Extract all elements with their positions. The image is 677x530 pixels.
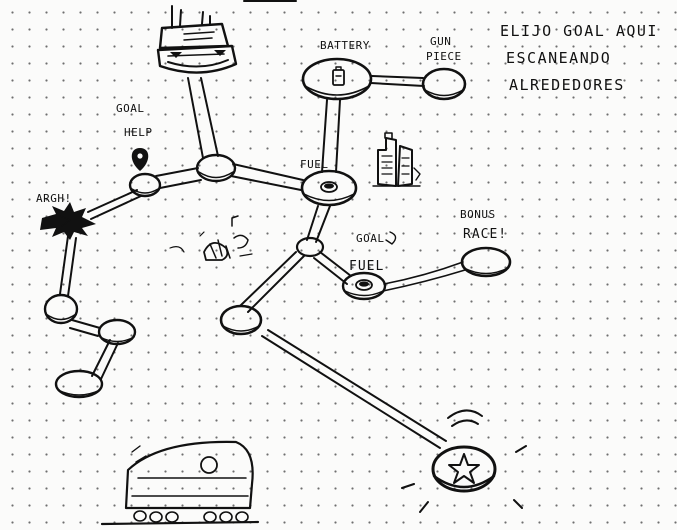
node-bonus-race[interactable] [460, 246, 512, 278]
node-fuel-top[interactable] [300, 169, 358, 207]
node-west-1[interactable] [43, 293, 79, 325]
node-hub-center[interactable] [195, 153, 237, 183]
battery-icon [332, 66, 345, 86]
label-goal-help-1: GOAL [116, 102, 145, 115]
star-icon[interactable] [401, 409, 527, 513]
label-piece: PIECE [426, 50, 462, 63]
node-battery[interactable] [301, 57, 373, 101]
node-goal-help[interactable] [128, 172, 162, 198]
map-nodes [43, 57, 512, 399]
label-goal-help-2: HELP [124, 126, 153, 139]
node-fuel-lower[interactable] [341, 271, 387, 301]
label-fuel-top: FUEL [300, 158, 329, 171]
map-labels: BATTERY GUN PIECE FUEL GOAL FUEL GOAL HE… [36, 35, 507, 274]
note-line-3: ALREDEDORES [509, 76, 625, 94]
spaceship-icon[interactable] [156, 5, 238, 74]
note-line-2: ESCANEANDO [506, 49, 611, 67]
node-west-3[interactable] [54, 369, 104, 399]
handwritten-note: ELIJO GOAL AQUI ESCANEANDO ALREDEDORES [500, 22, 658, 94]
node-gun-piece[interactable] [421, 67, 467, 101]
node-west-2[interactable] [97, 318, 137, 346]
label-goal-lower: GOAL [356, 232, 385, 245]
label-bonus: BONUS [460, 208, 496, 221]
rover-wheels [133, 510, 249, 523]
node-junction[interactable] [295, 236, 325, 258]
label-race: RACE! [463, 227, 507, 242]
rover-icon [100, 440, 260, 526]
map-pin-icon [131, 148, 149, 171]
label-crash: ARGH! [36, 192, 72, 205]
fuel-can-icon [320, 181, 338, 193]
label-gun: GUN [430, 35, 451, 48]
fuel-can-icon-lower [355, 279, 373, 291]
label-fuel-lower: FUEL [349, 259, 384, 274]
wreckage-icon [169, 215, 253, 261]
label-battery: BATTERY [320, 39, 370, 52]
goal-arrow [385, 231, 397, 245]
node-south[interactable] [219, 304, 263, 336]
explosion-icon[interactable] [40, 202, 96, 240]
map-paths [59, 75, 466, 449]
note-line-1: ELIJO GOAL AQUI [500, 22, 658, 40]
city-icon [372, 132, 421, 187]
